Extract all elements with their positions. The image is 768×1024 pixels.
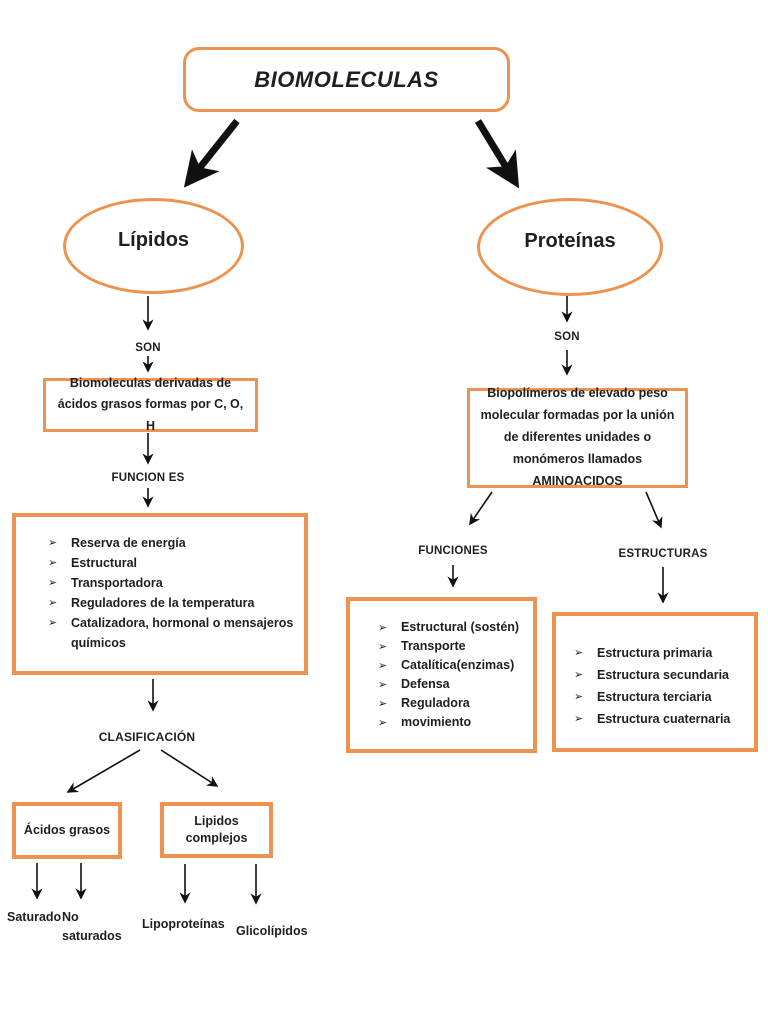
list-item: ➢movimiento	[378, 713, 529, 732]
arrow-bullet-icon: ➢	[378, 697, 388, 710]
list-item: ➢Transporte	[378, 637, 529, 656]
lipidos-son-label: SON	[135, 342, 161, 354]
arrow-bullet-icon: ➢	[574, 668, 584, 681]
arrow-title-to-proteinas	[475, 119, 520, 189]
lipidos-complejos-box: Lipidos complejos	[160, 802, 273, 858]
list-item: ➢Estructura cuaternaria	[574, 708, 750, 730]
arrow-bullet-icon: ➢	[378, 621, 388, 634]
proteinas-funciones-list: ➢Estructural (sostén) ➢Transporte ➢Catal…	[378, 618, 529, 732]
list-item: ➢Reguladora	[378, 694, 529, 713]
acidos-grasos-label: Ácidos grasos	[23, 822, 111, 837]
arrow-bullet-icon: ➢	[574, 712, 584, 725]
lipoproteinas-label: Lipoproteínas	[142, 917, 225, 931]
proteinas-son-label: SON	[554, 331, 580, 343]
acidos-grasos-box: Ácidos grasos	[12, 802, 122, 859]
arrow-bullet-icon: ➢	[378, 640, 388, 653]
node-lipidos: Lípidos	[63, 198, 244, 294]
proteinas-funciones-label: FUNCIONES	[418, 545, 488, 557]
lipidos-funciones-box: ➢Reserva de energía ➢Estructural ➢Transp…	[12, 513, 308, 675]
arrow-bullet-icon: ➢	[48, 536, 58, 549]
list-item: ➢Estructura secundaria	[574, 664, 750, 686]
arrow-bullet-icon: ➢	[378, 716, 388, 729]
list-item: ➢Reserva de energía	[48, 533, 296, 553]
proteinas-estructuras-label: ESTRUCTURAS	[618, 548, 708, 560]
arrow-prot-def-to-funciones	[469, 491, 493, 526]
list-item: ➢Estructura terciaria	[574, 686, 750, 708]
arrow-prot-def-to-estructuras	[645, 491, 663, 529]
lipidos-label: Lípidos	[117, 228, 190, 251]
proteinas-definition-text: Biopolímeros de elevado peso molecular f…	[480, 386, 675, 488]
lipidos-funciones-label: FUNCION ES	[111, 472, 185, 484]
proteinas-definition-box: Biopolímeros de elevado peso molecular f…	[467, 386, 688, 488]
arrow-title-to-lipidos	[183, 118, 240, 188]
list-item: ➢Defensa	[378, 675, 529, 694]
arrow-clasificacion-to-complejos	[160, 749, 219, 787]
arrow-bullet-icon: ➢	[48, 596, 58, 609]
arrow-bullet-icon: ➢	[378, 678, 388, 691]
no-saturados-label: No saturados	[62, 910, 122, 944]
lipidos-complejos-label: Lipidos complejos	[185, 813, 248, 846]
arrow-bullet-icon: ➢	[48, 576, 58, 589]
clasificacion-label: CLASIFICACIÓN	[98, 730, 196, 744]
saturados-label: Saturado	[7, 910, 62, 924]
list-item: ➢Estructural (sostén)	[378, 618, 529, 637]
arrow-bullet-icon: ➢	[48, 616, 58, 629]
list-item: ➢Reguladores de la temperatura	[48, 593, 296, 613]
arrow-clasificacion-to-acidos	[66, 749, 141, 793]
proteinas-label: Proteínas	[524, 229, 616, 252]
lipidos-definition-box: Biomoleculas derivadas de ácidos grasos …	[43, 376, 258, 433]
page-title: BIOMOLECULAS	[254, 66, 439, 92]
lipidos-definition-text: Biomoleculas derivadas de ácidos grasos …	[57, 376, 244, 433]
lipidos-funciones-list: ➢Reserva de energía ➢Estructural ➢Transp…	[48, 533, 296, 653]
proteinas-estructuras-list: ➢Estructura primaria ➢Estructura secunda…	[574, 642, 750, 730]
node-proteinas: Proteínas	[477, 198, 663, 296]
list-item: ➢Transportadora	[48, 573, 296, 593]
proteinas-funciones-box: ➢Estructural (sostén) ➢Transporte ➢Catal…	[346, 597, 537, 753]
proteinas-estructuras-box: ➢Estructura primaria ➢Estructura secunda…	[552, 612, 758, 752]
arrow-bullet-icon: ➢	[48, 556, 58, 569]
arrow-bullet-icon: ➢	[574, 646, 584, 659]
list-item: ➢Catalizadora, hormonal o mensajeros quí…	[48, 613, 296, 653]
list-item: ➢Catalítica(enzimas)	[378, 656, 529, 675]
title-box: BIOMOLECULAS	[183, 47, 510, 112]
glicolipidos-label: Glicolípidos	[236, 924, 308, 938]
arrow-bullet-icon: ➢	[378, 659, 388, 672]
arrow-bullet-icon: ➢	[574, 690, 584, 703]
list-item: ➢Estructural	[48, 553, 296, 573]
list-item: ➢Estructura primaria	[574, 642, 750, 664]
